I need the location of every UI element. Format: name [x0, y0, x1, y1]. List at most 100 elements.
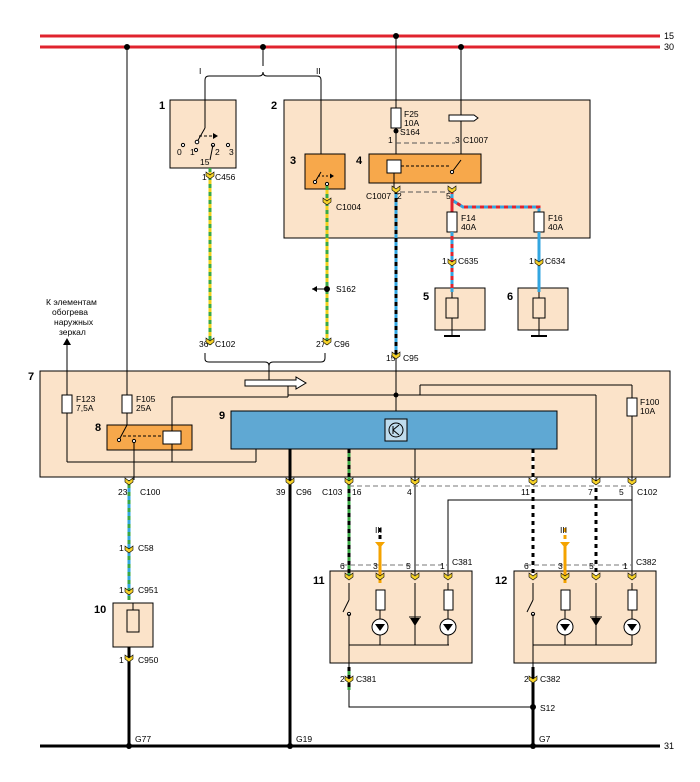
component-6-label: 6 — [507, 291, 513, 303]
fuse-f100 — [626, 397, 638, 417]
c456-pin: 1 — [202, 172, 207, 182]
fuse-f16-label: F16 — [548, 213, 563, 223]
connector-c950-label: C950 — [138, 655, 159, 665]
switch-pin-15: 15 — [200, 157, 210, 167]
c381-pin-1: 1 — [440, 561, 445, 571]
connector-c382-label: C382 — [636, 557, 657, 567]
c381b-pin-2: 2 — [340, 674, 345, 684]
fuse-f16 — [533, 211, 545, 233]
heater-5-box — [434, 287, 486, 331]
rail-30-label: 30 — [664, 42, 674, 52]
c102-pin-7: 7 — [588, 487, 593, 497]
connector-c58-label: C58 — [138, 543, 154, 553]
component-5-label: 5 — [423, 291, 429, 303]
component-3-label: 3 — [290, 155, 296, 167]
component-11-label: 11 — [313, 575, 325, 587]
c382b-pin-2: 2 — [524, 674, 529, 684]
connector-c95-label: C95 — [403, 353, 419, 363]
switch-11-pos-III: III — [375, 525, 382, 535]
splice-s164 — [393, 128, 399, 134]
component-7-label: 7 — [28, 371, 34, 383]
c381-pin-6: 6 — [340, 561, 345, 571]
connector-c102b-label: C102 — [637, 487, 658, 497]
diode-12 — [591, 618, 601, 626]
ground-g7-label: G7 — [539, 734, 551, 744]
c1007-pin-2: 2 — [397, 191, 402, 201]
brace-bottom — [204, 353, 326, 367]
c382-pin-5: 5 — [589, 561, 594, 571]
switch-pos-I: I — [199, 66, 201, 76]
fuse-f105-label: F105 — [136, 394, 156, 404]
relay-4 — [368, 153, 482, 184]
heater-6-element — [532, 292, 546, 319]
c96-pin-27: 27 — [316, 339, 326, 349]
relay-8-coil — [162, 430, 182, 445]
splice-s164-label: S164 — [400, 127, 420, 137]
splice-s12 — [530, 704, 536, 710]
ground-g77-label: G77 — [135, 734, 151, 744]
heater-6-box — [517, 287, 569, 331]
fuse-f105-rating: 25A — [136, 403, 151, 413]
ground-g19-label: G19 — [296, 734, 312, 744]
switch-pos-3: 3 — [229, 147, 234, 157]
c951-pin: 1 — [119, 585, 124, 595]
fuse-f25-label: F25 — [404, 109, 419, 119]
connector-c100-label: C100 — [140, 487, 161, 497]
connector-c1007b-label: C1007 — [366, 191, 391, 201]
brace-top — [204, 71, 322, 88]
connector-c634-label: C634 — [545, 256, 566, 266]
switch-12-box — [513, 570, 657, 664]
relay-4-coil — [386, 159, 402, 174]
note-line-2: обогрева — [52, 307, 88, 317]
component-2-label: 2 — [271, 100, 277, 112]
connector-markers — [124, 171, 637, 684]
switch-11-box — [329, 570, 473, 664]
connector-c382b-label: C382 — [540, 674, 561, 684]
splice-s162-label: S162 — [336, 284, 356, 294]
c1007-pin-3: 3 — [455, 135, 460, 145]
c382-pin-1: 1 — [623, 561, 628, 571]
splice-s12-label: S12 — [540, 703, 555, 713]
c1007-pin-1: 1 — [388, 135, 393, 145]
fuse-f100-label: F100 — [640, 397, 660, 407]
switch-pos-1: 1 — [190, 147, 195, 157]
c103-pin-16: 16 — [352, 487, 362, 497]
note-line-1: К элементам — [46, 297, 97, 307]
connector-c103-label: C103 — [322, 487, 343, 497]
fuse-f123-label: F123 — [76, 394, 96, 404]
wire-f100-switch11 — [447, 486, 633, 575]
component-10-label: 10 — [94, 604, 106, 616]
c1007-pin-5: 5 — [446, 191, 451, 201]
connector-c102-label: C102 — [215, 339, 236, 349]
rail-15-label: 15 — [664, 31, 674, 41]
c103-pin-4: 4 — [407, 487, 412, 497]
switch-pos-2: 2 — [215, 147, 220, 157]
ignition-switch-box — [169, 99, 237, 169]
c102-pin-5: 5 — [619, 487, 624, 497]
fuse-f100-rating: 10A — [640, 406, 655, 416]
c382-pin-6: 6 — [524, 561, 529, 571]
component-12-label: 12 — [495, 575, 507, 587]
switch-pos-0: 0 — [177, 147, 182, 157]
c382-pin-3: 3 — [558, 561, 563, 571]
c950-pin: 1 — [119, 655, 124, 665]
heater-10-box — [112, 602, 154, 648]
c381-pin-3: 3 — [373, 561, 378, 571]
switch-pos-II: II — [316, 66, 321, 76]
c381-pin-5: 5 — [406, 561, 411, 571]
note-line-4: зеркал — [59, 327, 86, 337]
component-8-label: 8 — [95, 422, 101, 434]
connector-c1007-label: C1007 — [463, 135, 488, 145]
c96-pin-39: 39 — [276, 487, 286, 497]
component-9-label: 9 — [219, 410, 225, 422]
relay-4-indicator-arrow — [448, 114, 479, 122]
relay-3 — [304, 153, 346, 190]
transistor-icon — [384, 418, 408, 442]
c100-pin-23: 23 — [118, 487, 128, 497]
c634-pin: 1 — [529, 256, 534, 266]
fuse-f25-rating: 10A — [404, 118, 419, 128]
fuse-f123-rating: 7,5A — [76, 403, 94, 413]
connector-c1004-label: C1004 — [336, 202, 361, 212]
component-4-label: 4 — [356, 155, 363, 167]
